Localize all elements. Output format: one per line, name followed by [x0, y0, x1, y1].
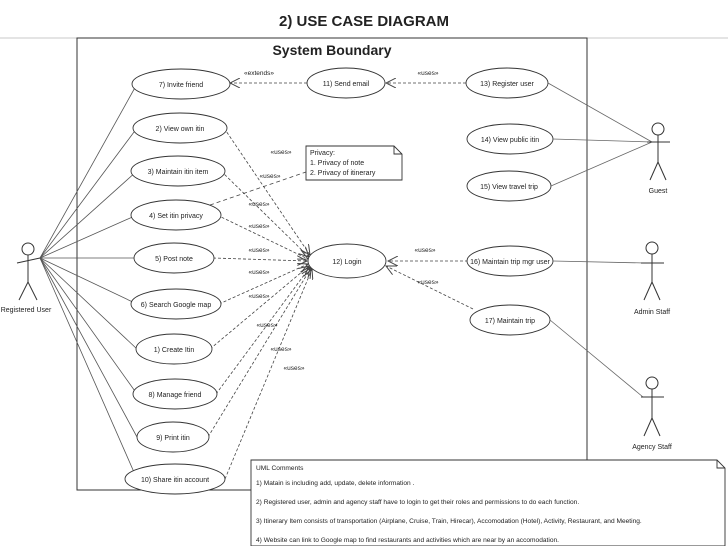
uses-label-post-note: «uses» — [249, 247, 270, 254]
uml-comment-4: 4) Website can link to Google map to fin… — [256, 537, 559, 544]
uml-comment-2: 2) Registered user, admin and agency sta… — [256, 499, 579, 506]
use-case-view-public-itin[interactable]: 14) View public itin — [466, 123, 554, 155]
actor-label-admin-staff: Admin Staff — [634, 309, 670, 316]
right-actor-associations — [547, 82, 653, 398]
privacy-note-line-2: 1. Privacy of note — [310, 160, 364, 167]
use-case-set-itin-privacy[interactable]: 4) Set itin privacy — [130, 199, 222, 231]
use-case-label: 15) View travel trip — [480, 184, 538, 191]
use-case-label: 1) Create Itin — [154, 347, 195, 354]
uml-comments-note: UML Comments 1) Matain is including add,… — [250, 459, 726, 546]
actor-agency-staff — [641, 376, 664, 437]
use-case-invite-friend[interactable]: 7) Invite friend — [131, 68, 231, 100]
uses-label-maintain-item: «uses» — [260, 173, 281, 180]
registered-user-associations — [39, 83, 138, 480]
use-case-label: 12) Login — [332, 259, 361, 266]
use-case-label: 13) Register user — [480, 81, 534, 88]
diagram-title: 2) USE CASE DIAGRAM — [279, 13, 449, 30]
use-case-label: 4) Set itin privacy — [149, 213, 203, 220]
privacy-note-line-1: Privacy: — [310, 150, 335, 157]
use-case-print-itin[interactable]: 9) Print itin — [136, 421, 210, 453]
uml-comments-heading: UML Comments — [256, 465, 304, 472]
uses-label-google-map: «uses» — [249, 269, 270, 276]
use-case-search-google-map[interactable]: 6) Search Google map — [130, 288, 222, 320]
use-case-label: 14) View public itin — [481, 137, 539, 144]
use-case-register-user[interactable]: 13) Register user — [465, 67, 549, 99]
use-case-label: 5) Post note — [155, 256, 193, 263]
uml-comment-1: 1) Matain is including add, update, dele… — [256, 480, 415, 487]
use-case-label: 11) Send email — [323, 81, 370, 88]
use-case-label: 6) Search Google map — [141, 302, 212, 309]
uses-label-trip-mgr: «uses» — [415, 247, 436, 254]
system-boundary-title: System Boundary — [272, 42, 391, 58]
uses-label-manage-friend: «uses» — [257, 322, 278, 329]
actor-admin-staff — [641, 241, 664, 301]
uses-label-register: «uses» — [418, 70, 439, 77]
note-connector — [209, 171, 307, 206]
use-case-label: 10) Share itin account — [141, 477, 209, 484]
uses-label-privacy-1: «uses» — [249, 201, 270, 208]
uses-label-share: «uses» — [284, 365, 305, 372]
uses-label-maintain-trip: «uses» — [418, 279, 439, 286]
uses-label-print: «uses» — [271, 346, 292, 353]
use-case-maintain-trip[interactable]: 17) Maintain trip — [469, 304, 551, 336]
use-case-label: 16) Maintain trip mgr user — [470, 259, 550, 266]
use-case-maintain-itin-item[interactable]: 3) Maintain itin item — [130, 155, 226, 187]
use-case-create-itin[interactable]: 1) Create Itin — [135, 333, 213, 365]
actor-registered-user — [16, 242, 41, 301]
actor-label-registered-user: Registered User — [1, 307, 52, 314]
actor-label-guest: Guest — [649, 188, 668, 195]
use-case-label: 3) Maintain itin item — [148, 169, 209, 176]
actor-label-agency-staff: Agency Staff — [632, 444, 672, 451]
privacy-note-line-3: 2. Privacy of itinerary — [310, 170, 376, 177]
uses-label-privacy-2: «uses» — [249, 223, 270, 230]
uses-label-view-own: «uses» — [271, 149, 292, 156]
uses-relations — [207, 83, 474, 480]
use-case-label: 17) Maintain trip — [485, 318, 535, 325]
privacy-note: Privacy: 1. Privacy of note 2. Privacy o… — [305, 145, 403, 181]
actor-guest — [647, 122, 670, 181]
use-case-label: 8) Manage friend — [149, 392, 202, 399]
uml-comment-3: 3) Itinerary Item consists of transporta… — [256, 518, 642, 525]
use-case-label: 7) Invite friend — [159, 82, 203, 89]
use-case-post-note[interactable]: 5) Post note — [133, 242, 215, 274]
use-case-login[interactable]: 12) Login — [307, 243, 387, 279]
use-case-label: 9) Print itin — [156, 435, 190, 442]
use-case-label: 2) View own itin — [156, 126, 205, 133]
extends-label: «extends» — [244, 70, 274, 77]
uses-label-create: «uses» — [249, 293, 270, 300]
use-case-view-travel-trip[interactable]: 15) View travel trip — [466, 170, 552, 202]
use-case-maintain-trip-mgr-user[interactable]: 16) Maintain trip mgr user — [466, 245, 554, 277]
use-case-send-email[interactable]: 11) Send email — [306, 67, 386, 99]
use-case-share-itin-account[interactable]: 10) Share itin account — [124, 463, 226, 495]
use-case-view-own-itin[interactable]: 2) View own itin — [132, 112, 228, 144]
use-case-manage-friend[interactable]: 8) Manage friend — [132, 378, 218, 410]
